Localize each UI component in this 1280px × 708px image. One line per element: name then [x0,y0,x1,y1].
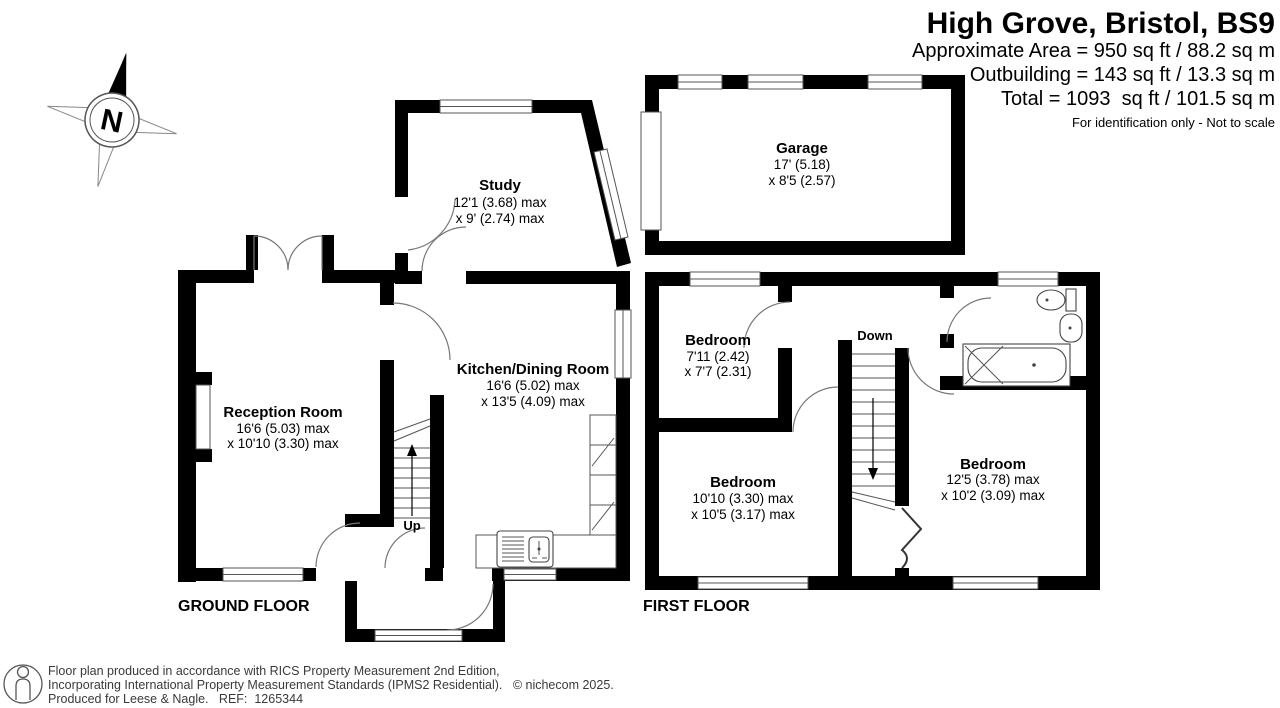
down-label: Down [857,328,892,343]
approx-area-line: Approximate Area = 950 sq ft / 88.2 sq m [912,40,1275,62]
toilet-icon [1036,289,1066,311]
footer-line1: Floor plan produced in accordance with R… [48,664,500,678]
ground-floor-plan: Study 12'1 (3.68) max x 9' (2.74) max Re… [178,99,632,642]
first-floor-stairs [851,353,896,511]
reception-dim2: x 10'10 (3.30) max [227,436,339,451]
bedroom1-dim1: 7'11 (2.42) [686,349,749,364]
garage-name: Garage [776,140,828,157]
bedroom1-name: Bedroom [685,332,751,349]
page-title: High Grove, Bristol, BS9 [927,7,1275,40]
first-floor-doors [743,297,992,569]
kitchen-dim1: 16'6 (5.02) max [486,378,580,393]
footer-line3: Produced for Leese & Nagle. REF: 1265344 [48,692,303,706]
footer-line2: Incorporating International Property Mea… [48,678,614,692]
ground-floor-doors [253,199,494,631]
first-floor-label: FIRST FLOOR [643,598,750,615]
compass-rose-icon: N [47,53,177,187]
first-floor-walls [645,272,1100,590]
study-dim2: x 9' (2.74) max [456,211,545,226]
up-label: Up [403,518,420,533]
study-dim1: 12'1 (3.68) max [453,195,547,210]
person-icon [3,664,43,704]
garage-dim1: 17' (5.18) [774,157,831,172]
total-line: Total = 1093 sq ft / 101.5 sq m [1001,88,1275,110]
bedroom3-dim1: 12'5 (3.78) max [946,472,1040,487]
bedroom2-dim2: x 10'5 (3.17) max [691,507,795,522]
bifold-door [900,507,923,569]
disclaimer-line: For identification only - Not to scale [1072,115,1275,130]
kitchen-dim2: x 13'5 (4.09) max [481,394,585,409]
chimney-recess [195,384,211,450]
header: High Grove, Bristol, BS9 Approximate Are… [912,7,1275,130]
down-arrow-icon [868,468,878,480]
kitchen-name: Kitchen/Dining Room [457,361,610,378]
outbuilding-line: Outbuilding = 143 sq ft / 13.3 sq m [970,64,1275,86]
garage-dim2: x 8'5 (2.57) [768,173,835,188]
bedroom2-dim1: 10'10 (3.30) max [693,491,794,506]
ground-floor-stairs [393,418,431,519]
bedroom1-dim2: x 7'7 (2.31) [684,364,751,379]
ground-floor-label: GROUND FLOOR [178,598,310,615]
reception-name: Reception Room [223,404,342,421]
up-arrow-icon [407,444,417,456]
study-name: Study [479,177,521,194]
bedroom3-name: Bedroom [960,456,1026,473]
bathroom-fixtures [962,288,1083,387]
reception-dim1: 16'6 (5.03) max [236,421,330,436]
bedroom2-name: Bedroom [710,474,776,491]
kitchen-fixtures [475,414,617,569]
garage-plan: Garage 17' (5.18) x 8'5 (2.57) [640,74,965,255]
first-floor-windows [689,271,1059,590]
bedroom3-dim2: x 10'2 (3.09) max [941,488,1045,503]
ground-floor-windows [195,99,632,642]
garage-windows [677,74,923,90]
footer: Floor plan produced in accordance with R… [3,664,614,706]
first-floor-plan: Bedroom 7'11 (2.42) x 7'7 (2.31) Bedroom… [643,271,1100,615]
garage-door [640,111,662,231]
